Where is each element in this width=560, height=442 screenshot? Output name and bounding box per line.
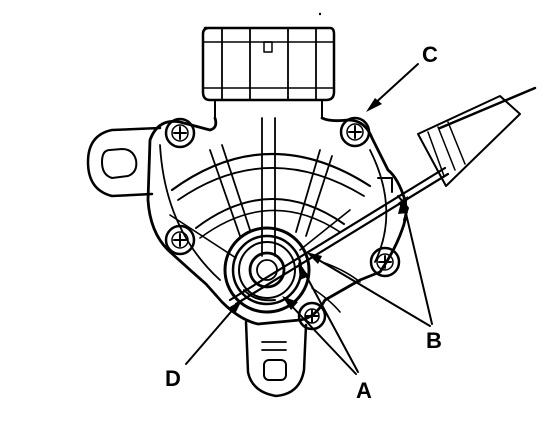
callout-d-leader	[185, 300, 242, 365]
mounting-bolt-lower	[297, 301, 327, 331]
callout-a-leaders	[282, 262, 359, 375]
label-b: B	[426, 328, 442, 353]
speck	[318, 12, 322, 16]
bottom-mounting-tab	[244, 320, 308, 398]
label-c: C	[422, 42, 438, 67]
mounting-bolt-upper-right	[339, 116, 371, 148]
left-mounting-tab	[86, 126, 162, 198]
center-shaft	[223, 226, 311, 314]
electrical-connector	[201, 26, 336, 119]
callout-c-leader	[366, 63, 419, 112]
switch-housing	[146, 116, 408, 326]
callout-b-leaders	[306, 198, 433, 327]
mounting-bolt-left	[164, 224, 196, 256]
mounting-bolt-right	[369, 246, 401, 278]
label-a: A	[356, 378, 372, 403]
mounting-bolt-upper-left	[164, 117, 196, 149]
alignment-pin	[228, 86, 537, 306]
label-d: D	[165, 366, 181, 391]
